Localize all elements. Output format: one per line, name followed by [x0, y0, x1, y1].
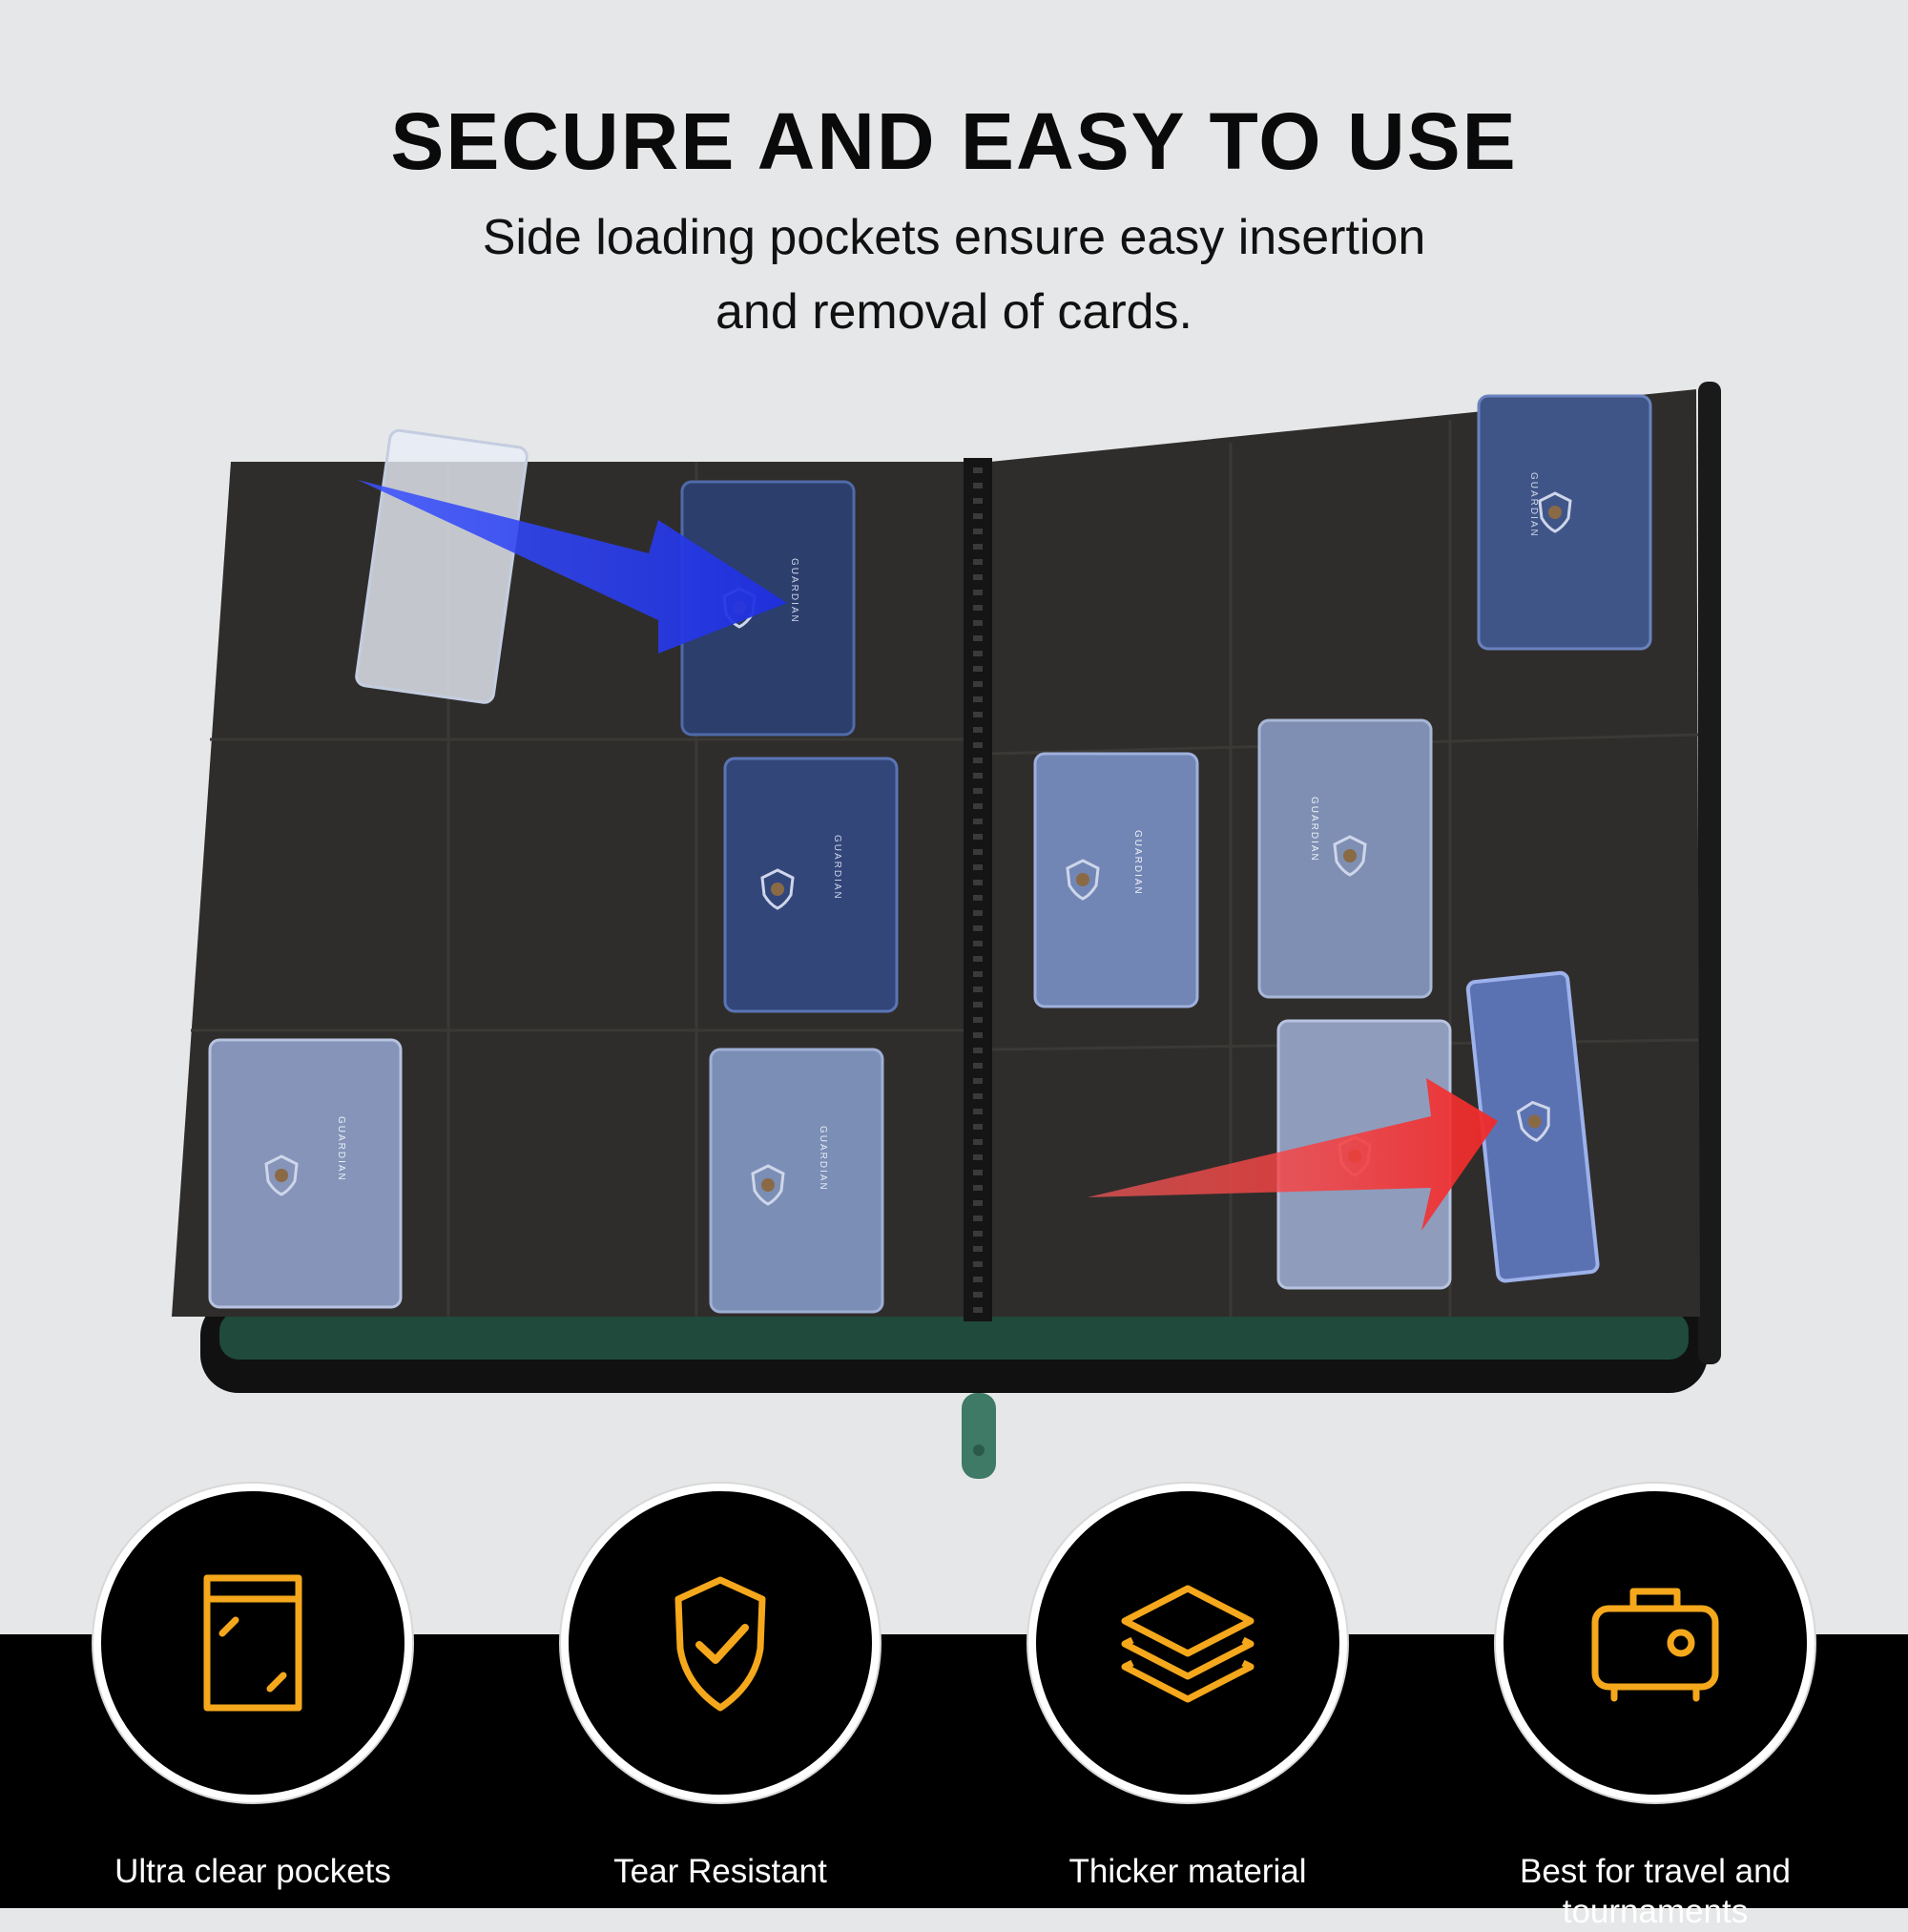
feature-label: Thicker material [1068, 1853, 1307, 1890]
headline: SECURE AND EASY TO USE [390, 96, 1518, 186]
insert-arrow-red [1088, 1078, 1498, 1231]
svg-text:GUARDIAN: GUARDIAN [1132, 830, 1143, 896]
feature-badge [1028, 1484, 1347, 1802]
feature-label: Best for travel and tournaments [1441, 1852, 1870, 1932]
feature-ultra-clear: Ultra clear pockets [38, 1484, 467, 1892]
feature-label: Tear Resistant [613, 1853, 827, 1890]
suitcase-icon [1591, 1588, 1719, 1702]
svg-text:GUARDIAN: GUARDIAN [832, 835, 842, 901]
feature-tear-resistant: Tear Resistant [506, 1484, 935, 1892]
svg-text:GUARDIAN: GUARDIAN [1528, 472, 1539, 538]
svg-text:GUARDIAN: GUARDIAN [336, 1116, 346, 1182]
card-sleeve: GUARDIAN [709, 1048, 884, 1314]
feature-label-line-2: tournaments [1562, 1893, 1749, 1930]
subheadline-line-2: and removal of cards. [715, 284, 1193, 340]
feature-thicker-material: Thicker material [973, 1484, 1402, 1892]
feature-label-line-1: Best for travel and [1519, 1853, 1792, 1890]
feature-badge [1496, 1484, 1815, 1802]
clear-pocket-icon [203, 1574, 302, 1712]
binder-spine-zipper [964, 458, 992, 1321]
feature-badge [561, 1484, 880, 1802]
feature-travel: Best for travel and tournaments [1441, 1484, 1870, 1932]
card-sleeve: GUARDIAN [1477, 394, 1652, 651]
shield-check-icon [674, 1576, 766, 1712]
binder-cover [200, 382, 1721, 1393]
subheadline: Side loading pockets ensure easy inserti… [0, 200, 1908, 349]
card-sleeve: GUARDIAN [1033, 752, 1199, 1008]
layers-icon [1121, 1585, 1255, 1703]
svg-text:GUARDIAN: GUARDIAN [1309, 797, 1319, 862]
feature-label: Ultra clear pockets [114, 1853, 391, 1890]
zipper-pull [962, 1393, 996, 1479]
svg-text:GUARDIAN: GUARDIAN [818, 1126, 828, 1192]
insert-arrow-blue [358, 480, 787, 654]
card-sleeve: GUARDIAN [723, 757, 899, 1013]
subheadline-line-1: Side loading pockets ensure easy inserti… [482, 210, 1426, 265]
card-sleeve: GUARDIAN [208, 1038, 403, 1309]
binder-illustration: GUARDIAN GUARDIAN GUARDIAN GUARDIAN GUAR… [172, 382, 1721, 1479]
svg-text:GUARDIAN: GUARDIAN [789, 558, 799, 624]
card-sleeve: GUARDIAN [1257, 718, 1433, 999]
feature-badge [93, 1484, 412, 1802]
